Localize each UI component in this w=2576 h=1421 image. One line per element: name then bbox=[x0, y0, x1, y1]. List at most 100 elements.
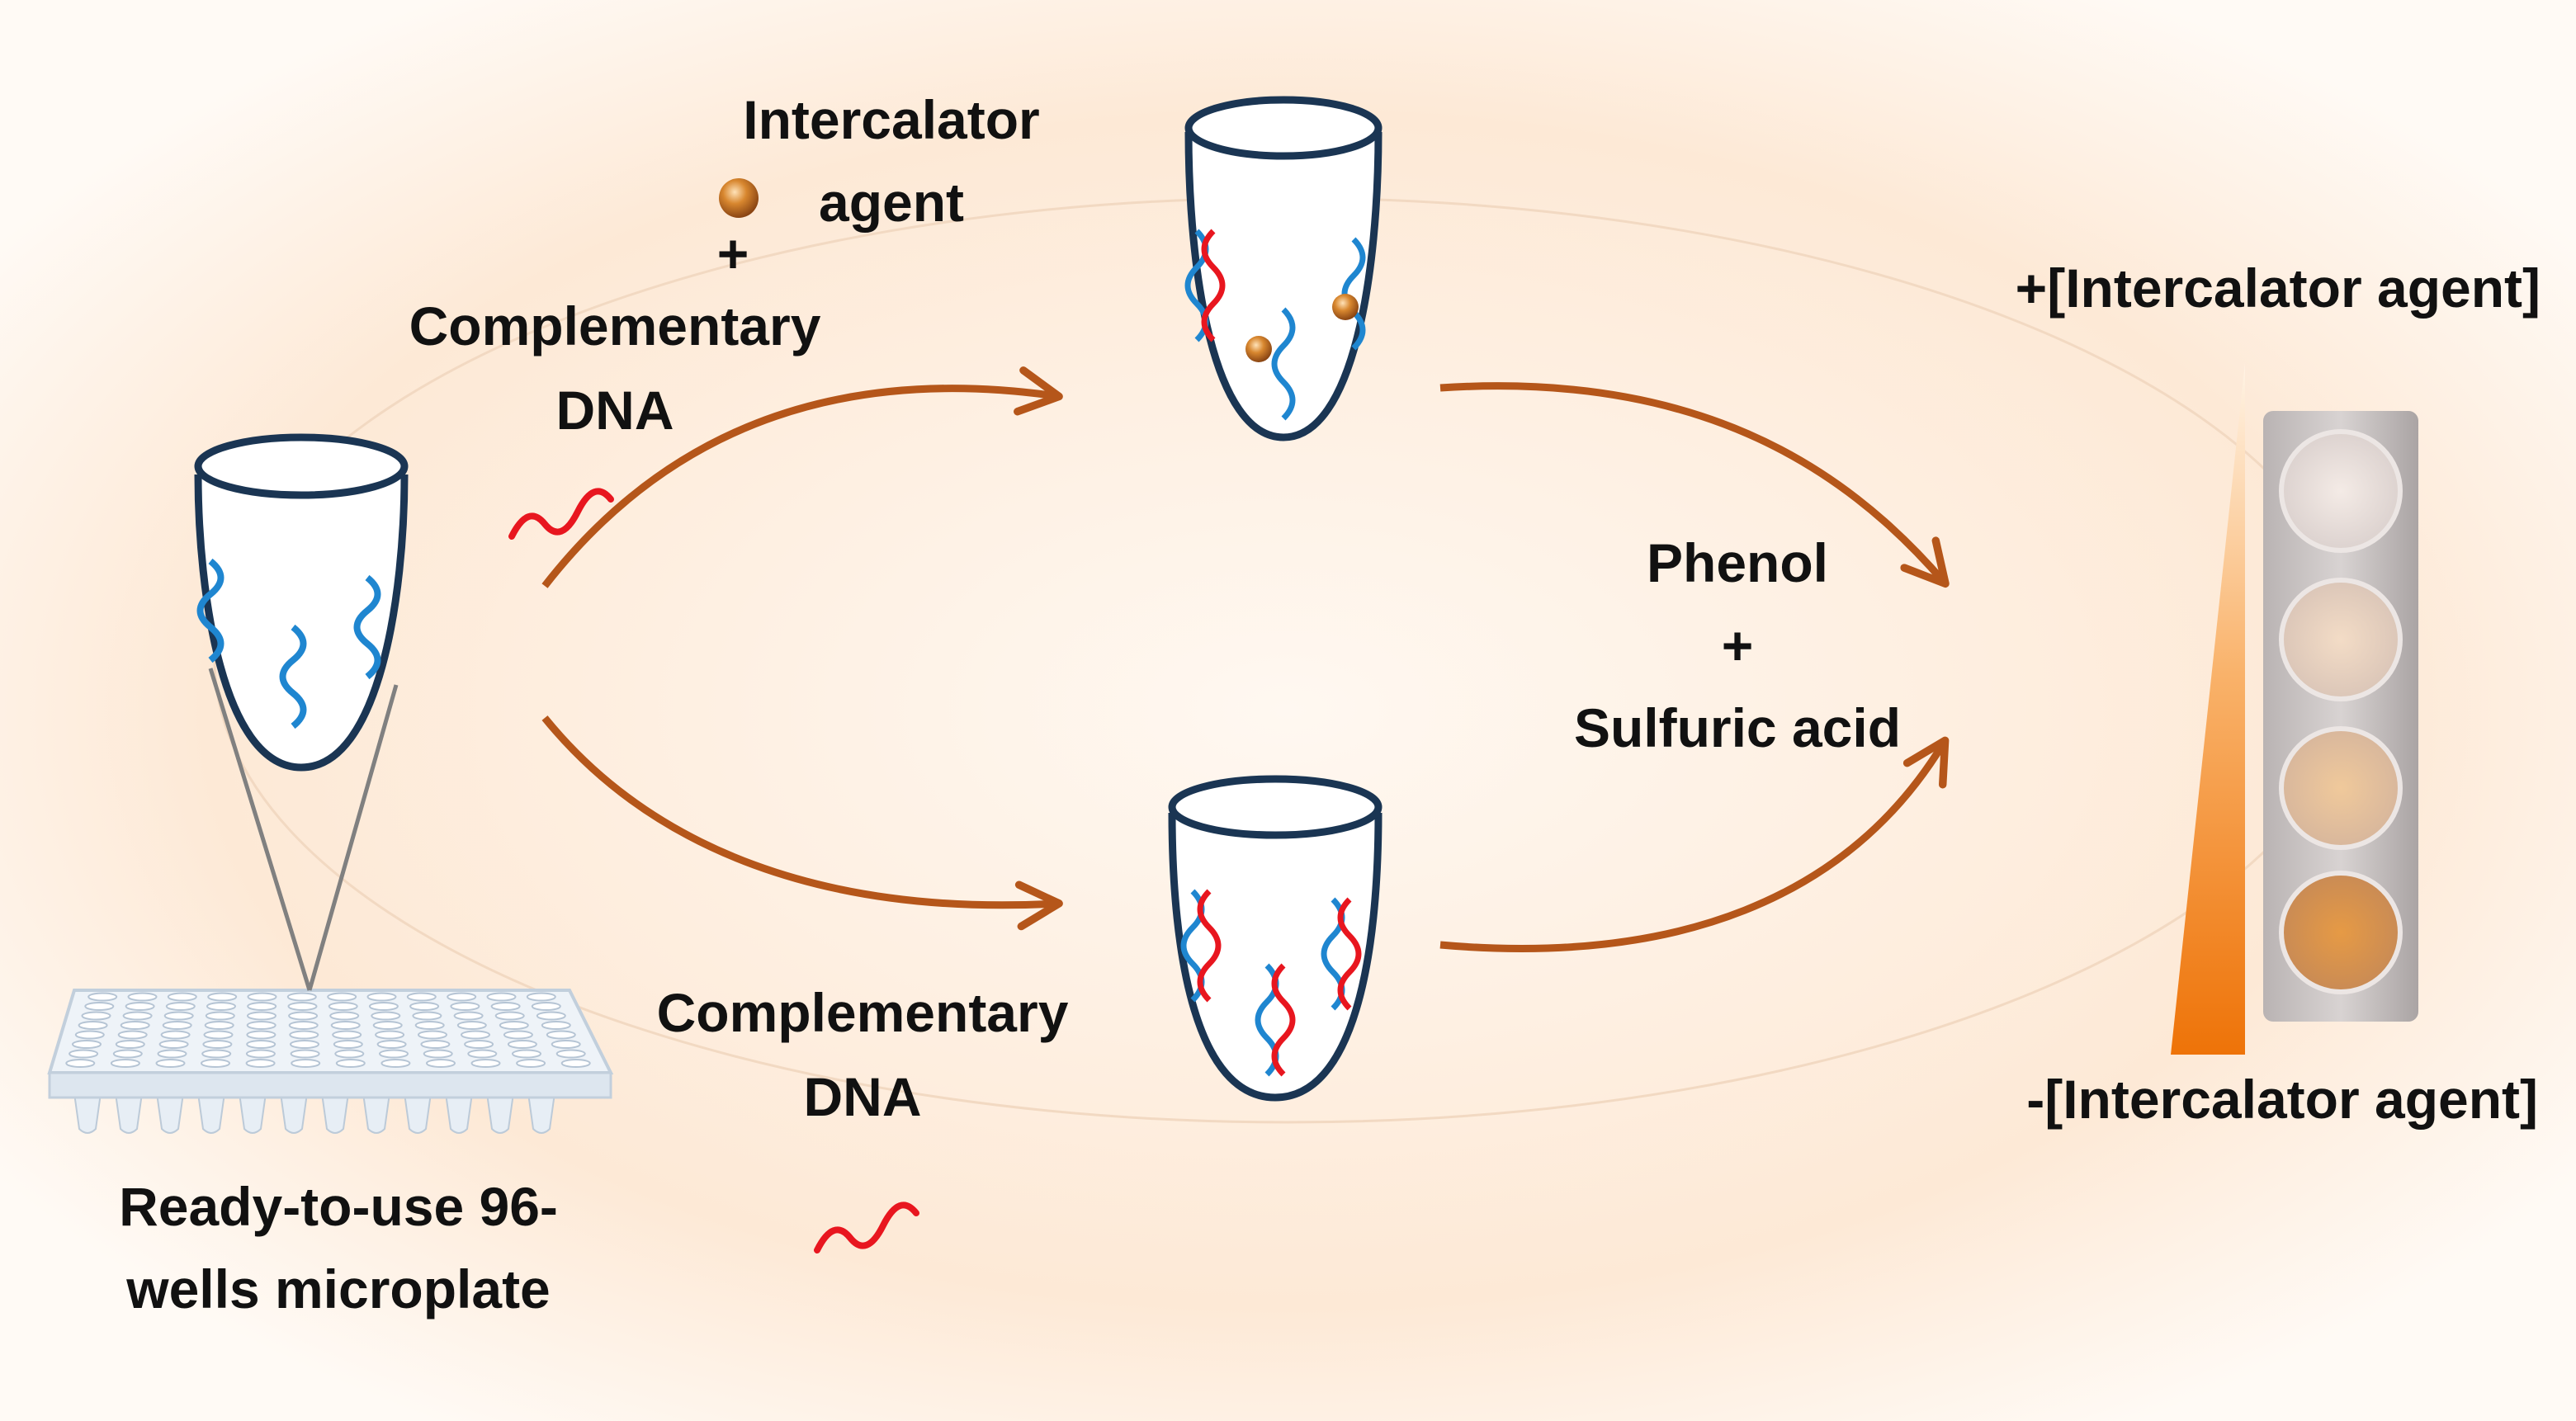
microplate-well bbox=[470, 1059, 501, 1068]
microplate-well bbox=[379, 1049, 409, 1059]
microplate-well bbox=[560, 1059, 591, 1068]
arrow-top-to-result bbox=[1439, 382, 1950, 588]
microplate-well bbox=[332, 1030, 362, 1040]
concentration-gradient-triangle bbox=[2171, 363, 2245, 1055]
intercalator-bead bbox=[1245, 336, 1272, 362]
complementary-dna-squiggle-bottom bbox=[814, 1201, 919, 1253]
microplate-well bbox=[423, 1049, 453, 1059]
microplate-well bbox=[526, 992, 556, 1002]
microplate-well bbox=[464, 1040, 494, 1049]
microplate-well bbox=[203, 1030, 234, 1040]
complementary-dna-squiggle-top bbox=[508, 488, 614, 540]
microplate-well bbox=[453, 1011, 484, 1021]
microplate-well bbox=[447, 992, 477, 1002]
microplate-well bbox=[414, 1021, 445, 1030]
microplate-well bbox=[78, 1021, 108, 1030]
well-1 bbox=[2279, 429, 2403, 553]
probe-dna-strand bbox=[196, 558, 225, 663]
microplate-well bbox=[72, 1040, 102, 1049]
microplate-well bbox=[368, 1002, 399, 1011]
microplate-well bbox=[380, 1059, 411, 1068]
microplate-well bbox=[205, 1011, 235, 1021]
microplate-well bbox=[81, 1011, 111, 1021]
microplate-well bbox=[84, 1002, 115, 1011]
well-2 bbox=[2279, 578, 2403, 701]
microplate-well bbox=[207, 992, 238, 1002]
microplate-well bbox=[333, 1040, 363, 1049]
microplate-well bbox=[371, 1011, 401, 1021]
microplate-well bbox=[74, 1030, 105, 1040]
microplate-well bbox=[245, 1049, 276, 1059]
microplate-well bbox=[409, 1002, 440, 1011]
microplate-well-tip bbox=[362, 1093, 391, 1134]
microplate-well bbox=[167, 992, 197, 1002]
microplate-well bbox=[372, 1021, 403, 1030]
microplate-well bbox=[426, 1059, 456, 1068]
microplate-well bbox=[420, 1040, 451, 1049]
microplate-well bbox=[247, 992, 277, 1002]
microplate-well bbox=[247, 1002, 277, 1011]
microplate-well bbox=[204, 1021, 234, 1030]
bottom-tube bbox=[1168, 775, 1383, 1102]
microplate-well bbox=[329, 1011, 360, 1021]
microplate-well bbox=[499, 1021, 529, 1030]
microplate-well bbox=[551, 1040, 581, 1049]
microplate-well bbox=[110, 1059, 140, 1068]
microplate-well bbox=[461, 1030, 490, 1040]
microplate-well bbox=[467, 1049, 498, 1059]
result-well-strip bbox=[2263, 411, 2418, 1022]
microplate-well bbox=[155, 1059, 186, 1068]
microplate-well bbox=[87, 992, 118, 1002]
microplate-well-tip bbox=[196, 1093, 226, 1134]
microplate-image bbox=[47, 989, 614, 1134]
microplate-well bbox=[120, 1021, 150, 1030]
microplate-well bbox=[291, 1059, 321, 1068]
microplate-well bbox=[330, 1021, 361, 1030]
guide-line-left bbox=[208, 668, 312, 991]
microplate-well bbox=[503, 1030, 533, 1040]
microplate-well-tip bbox=[238, 1093, 267, 1134]
microplate-well bbox=[335, 1059, 366, 1068]
microplate-well bbox=[366, 992, 397, 1002]
top-tube bbox=[1184, 96, 1383, 441]
microplate-well bbox=[286, 992, 317, 1002]
microplate-well bbox=[163, 1011, 194, 1021]
arrow-to-top-tube bbox=[541, 366, 1063, 588]
intercalator-legend-bead bbox=[719, 178, 759, 218]
microplate-well bbox=[327, 992, 357, 1002]
label-dna-top: DNA bbox=[556, 380, 674, 441]
microplate-well bbox=[507, 1040, 537, 1049]
microplate-well-tip bbox=[279, 1093, 309, 1134]
microplate-well bbox=[531, 1002, 561, 1011]
microplate-well-tip bbox=[485, 1093, 515, 1134]
microplate-well bbox=[247, 1011, 277, 1021]
microplate-well bbox=[376, 1040, 407, 1049]
microplate-well bbox=[201, 1059, 230, 1068]
microplate-well bbox=[246, 1030, 277, 1040]
microplate-well bbox=[516, 1059, 546, 1068]
microplate-well bbox=[201, 1049, 232, 1059]
microplate-well bbox=[165, 1002, 196, 1011]
microplate-well bbox=[555, 1049, 586, 1059]
label-microplate-1: Ready-to-use 96- bbox=[119, 1176, 558, 1237]
microplate-well bbox=[328, 1002, 358, 1011]
microplate-well bbox=[289, 1030, 319, 1040]
microplate-well bbox=[202, 1040, 233, 1049]
microplate-well bbox=[115, 1040, 145, 1049]
microplate-well bbox=[157, 1049, 187, 1059]
microplate-well-tip bbox=[444, 1093, 474, 1134]
microplate-well-tip bbox=[527, 1093, 556, 1134]
label-dna-bottom: DNA bbox=[804, 1066, 922, 1127]
probe-dna-strand bbox=[353, 574, 381, 680]
microplate-well-tip bbox=[114, 1093, 144, 1134]
label-gradient-bottom: -[Intercalator agent] bbox=[2026, 1069, 2538, 1130]
arrow-bottom-to-result bbox=[1439, 736, 1950, 952]
well-3 bbox=[2279, 726, 2403, 850]
microplate-skirt bbox=[73, 1093, 556, 1134]
microplate-well bbox=[290, 1049, 320, 1059]
microplate-well bbox=[112, 1049, 143, 1059]
microplate-well bbox=[412, 1011, 442, 1021]
left-tube bbox=[194, 433, 409, 772]
microplate-well bbox=[246, 1021, 277, 1030]
microplate-well bbox=[334, 1049, 365, 1059]
